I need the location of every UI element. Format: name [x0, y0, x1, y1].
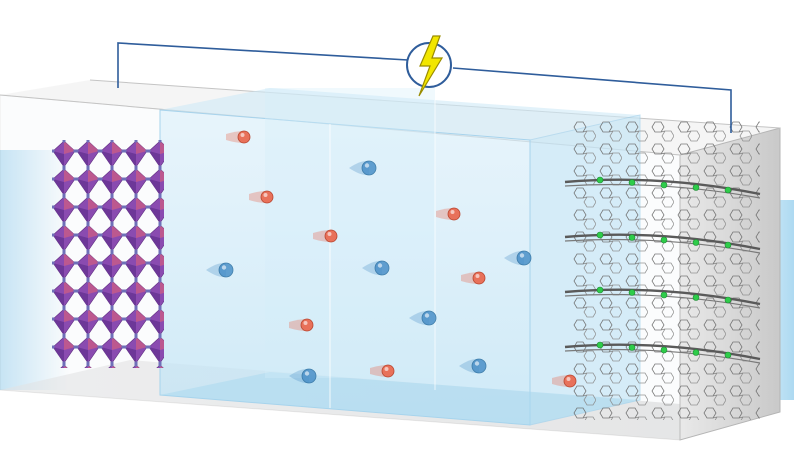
anode-sheet	[564, 231, 761, 254]
anion-ion-icon	[409, 310, 437, 326]
cation-ion-icon	[313, 229, 338, 243]
cathode-structure	[52, 140, 164, 368]
anion-ion-icon	[206, 262, 234, 278]
ion-layer	[206, 130, 577, 388]
anion-ion-icon	[459, 358, 487, 374]
cathode-lattice	[52, 140, 164, 368]
wire-right	[452, 67, 732, 133]
wire-left	[117, 42, 409, 88]
cation-ion-icon	[289, 318, 314, 332]
cation-ion-icon	[436, 207, 461, 221]
anion-ion-icon	[362, 260, 390, 276]
lightning-bolt-icon	[418, 35, 444, 97]
anion-ion-icon	[289, 368, 317, 384]
anode-layers	[564, 176, 761, 364]
external-circuit	[117, 35, 732, 133]
cation-ion-icon	[226, 130, 251, 144]
anode-lattice	[570, 120, 760, 420]
anode-sheet	[564, 176, 761, 199]
anode-sheet	[564, 286, 761, 309]
anion-ion-icon	[349, 160, 377, 176]
cation-ion-icon	[370, 364, 395, 378]
separator-membrane	[265, 88, 435, 378]
anode-sheet	[564, 341, 761, 364]
anode-structure	[564, 120, 761, 420]
cation-ion-icon	[461, 271, 486, 285]
cation-ion-icon	[552, 374, 577, 388]
cation-ion-icon	[249, 190, 274, 204]
anion-ion-icon	[504, 250, 532, 266]
